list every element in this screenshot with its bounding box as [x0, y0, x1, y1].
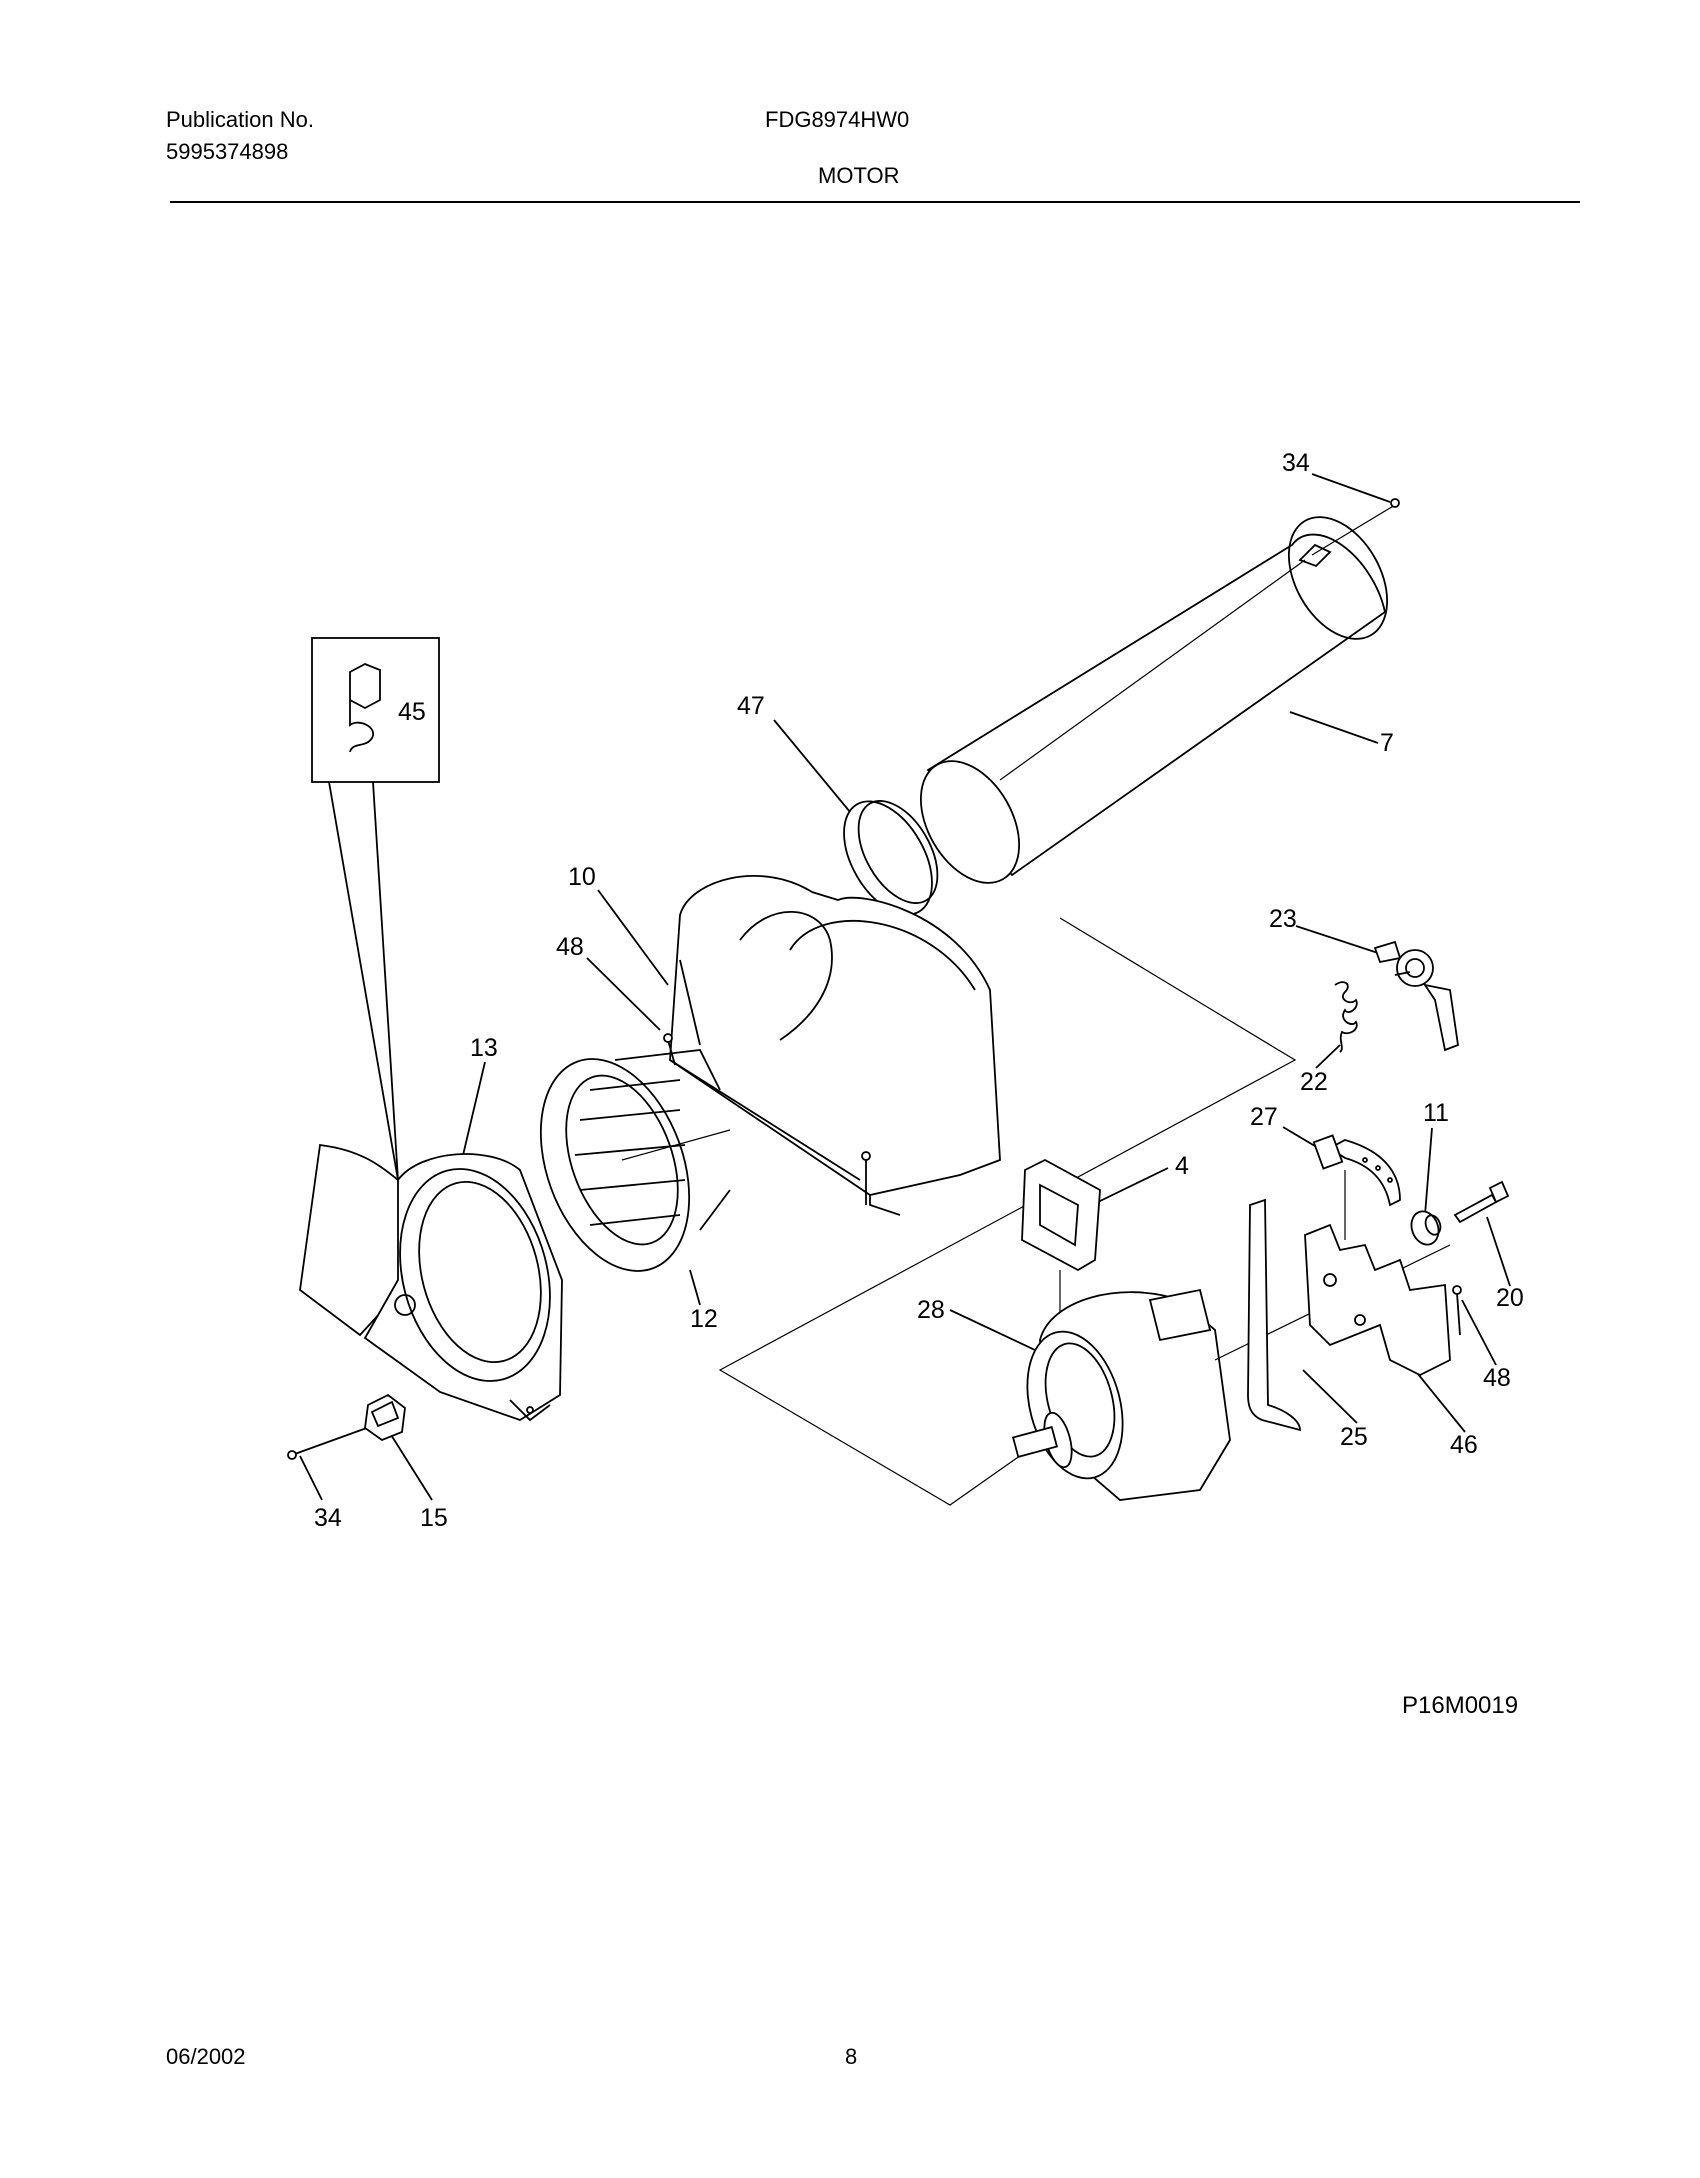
publication-number: 5995374898 [166, 139, 289, 164]
header-rule [170, 201, 1580, 203]
callout-15: 15 [420, 1504, 448, 1532]
blower-cover [299, 1143, 563, 1422]
motor-support-bracket [1247, 1198, 1301, 1432]
callout-4: 4 [1175, 1152, 1189, 1180]
exhaust-duct [919, 498, 1400, 884]
callout-12: 12 [690, 1305, 718, 1333]
callout-25: 25 [1340, 1423, 1368, 1451]
idler-pulley [1410, 1210, 1442, 1246]
leader-lines [299, 473, 1511, 1501]
callout-48-lower: 48 [1483, 1364, 1511, 1392]
idler-arm [1312, 1134, 1401, 1240]
callout-13: 13 [470, 1034, 498, 1062]
model-number: FDG8974HW0 [765, 107, 910, 132]
callout-10: 10 [568, 863, 596, 891]
drive-motor [1011, 1244, 1451, 1501]
callout-23: 23 [1269, 905, 1297, 933]
page-number: 8 [845, 2044, 858, 2069]
blower-wheel [539, 1049, 731, 1272]
screw-48-lower [1452, 1285, 1462, 1336]
callout-27: 27 [1250, 1103, 1278, 1131]
screw-48-middle [861, 1151, 871, 1205]
screw-34-bottom [287, 1424, 376, 1460]
section-title: MOTOR [818, 163, 900, 188]
inset-part-45 [311, 637, 440, 1181]
motor-mount-plate [1304, 1223, 1451, 1377]
callout-22: 22 [1300, 1068, 1328, 1096]
callout-34-top: 34 [1282, 449, 1310, 477]
callout-48-upper: 48 [556, 933, 584, 961]
diagram-code: P16M0019 [1402, 1692, 1519, 1719]
callout-46: 46 [1450, 1431, 1478, 1459]
motor-switch [1373, 940, 1459, 1052]
callout-7: 7 [1380, 729, 1394, 757]
footer-date: 06/2002 [166, 2044, 246, 2069]
callout-11: 11 [1423, 1099, 1449, 1127]
lint-bracket-15 [364, 1393, 406, 1442]
callout-47: 47 [737, 692, 765, 720]
tension-spring [1334, 981, 1358, 1053]
duct-seal-ring [843, 800, 939, 916]
motor-base-outline [718, 917, 1297, 1506]
callout-34-bottom: 34 [314, 1504, 342, 1532]
callout-45: 45 [398, 698, 426, 726]
callout-20: 20 [1496, 1284, 1524, 1312]
motor-clip [1021, 1158, 1101, 1330]
publication-label: Publication No. [166, 107, 314, 132]
blower-housing [669, 875, 1001, 1216]
callout-28: 28 [917, 1296, 945, 1324]
shoulder-bolt [1453, 1180, 1510, 1224]
